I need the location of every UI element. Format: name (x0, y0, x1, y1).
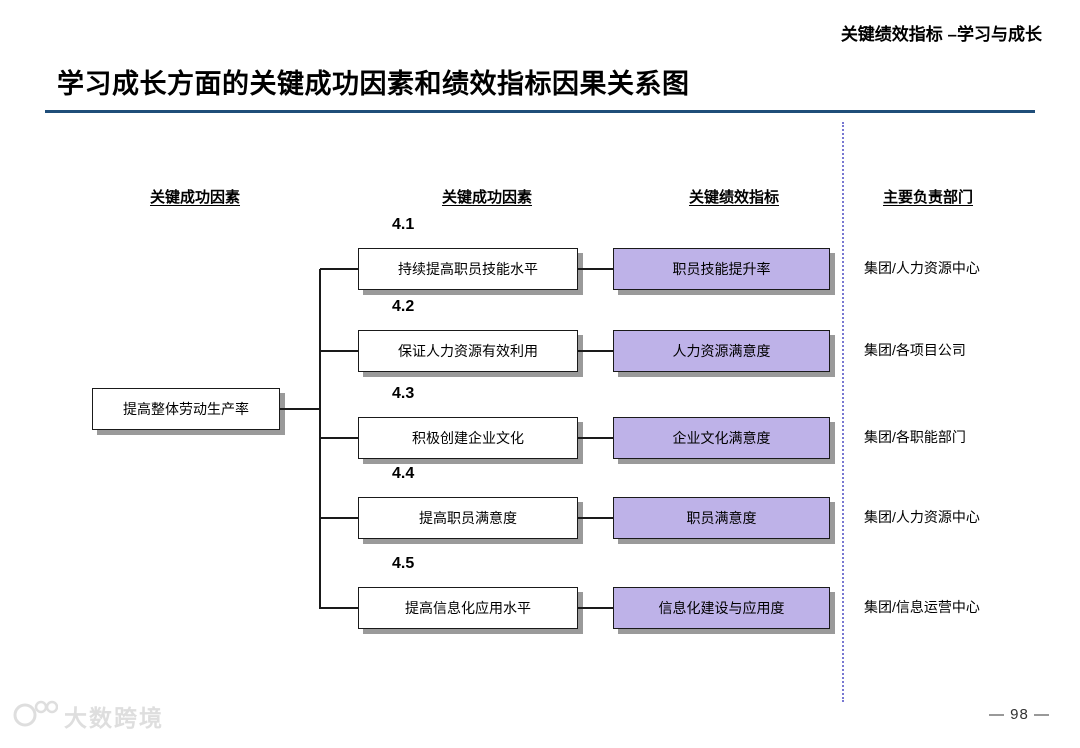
row-number: 4.2 (392, 298, 415, 315)
connector-trunk-to-csf (320, 437, 358, 439)
row-number: 4.5 (392, 555, 415, 572)
column-header-kpi: 关键绩效指标 (688, 189, 780, 206)
page-number: — 98 — (988, 706, 1050, 723)
dept-label: 集团/各职能部门 (864, 429, 966, 445)
dept-label: 集团/信息运营中心 (864, 599, 980, 615)
connector-csf-to-kpi (578, 437, 613, 439)
connector-root-to-trunk (280, 408, 320, 410)
csf-box: 提高职员满意度 (358, 497, 578, 539)
column-header-dept: 主要负责部门 (882, 189, 974, 206)
connector-csf-to-kpi (578, 350, 613, 352)
connector-csf-to-kpi (578, 517, 613, 519)
kpi-box: 职员技能提升率 (613, 248, 830, 290)
column-header-csf-mid: 关键成功因素 (441, 189, 533, 206)
connector-trunk-to-csf (320, 350, 358, 352)
csf-box: 积极创建企业文化 (358, 417, 578, 459)
connector-trunk (319, 269, 321, 609)
column-divider-dotted-line (842, 122, 844, 702)
watermark: 大数跨境 (12, 698, 164, 733)
connector-trunk-to-csf (320, 268, 358, 270)
connector-csf-to-kpi (578, 268, 613, 270)
connector-trunk-to-csf (320, 607, 358, 609)
connector-csf-to-kpi (578, 607, 613, 609)
dept-label: 集团/人力资源中心 (864, 509, 980, 525)
dept-label: 集团/各项目公司 (864, 342, 966, 358)
watermark-label: 大数跨境 (64, 704, 164, 731)
csf-box: 提高信息化应用水平 (358, 587, 578, 629)
csf-box: 保证人力资源有效利用 (358, 330, 578, 372)
root-csf-box: 提高整体劳动生产率 (92, 388, 280, 430)
kpi-box: 信息化建设与应用度 (613, 587, 830, 629)
page-title: 学习成长方面的关键成功因素和绩效指标因果关系图 (57, 69, 690, 99)
title-underline-rule (45, 110, 1035, 113)
kpi-box: 人力资源满意度 (613, 330, 830, 372)
dept-label: 集团/人力资源中心 (864, 260, 980, 276)
column-header-csf-left: 关键成功因素 (149, 189, 241, 206)
watermark-100-icon (12, 698, 59, 733)
connector-trunk-to-csf (320, 517, 358, 519)
row-number: 4.4 (392, 465, 415, 482)
header-topic-label: 关键绩效指标 –学习与成长 (840, 25, 1042, 44)
csf-box: 持续提高职员技能水平 (358, 248, 578, 290)
row-number: 4.3 (392, 385, 415, 402)
kpi-box: 企业文化满意度 (613, 417, 830, 459)
kpi-box: 职员满意度 (613, 497, 830, 539)
row-number: 4.1 (392, 216, 415, 233)
